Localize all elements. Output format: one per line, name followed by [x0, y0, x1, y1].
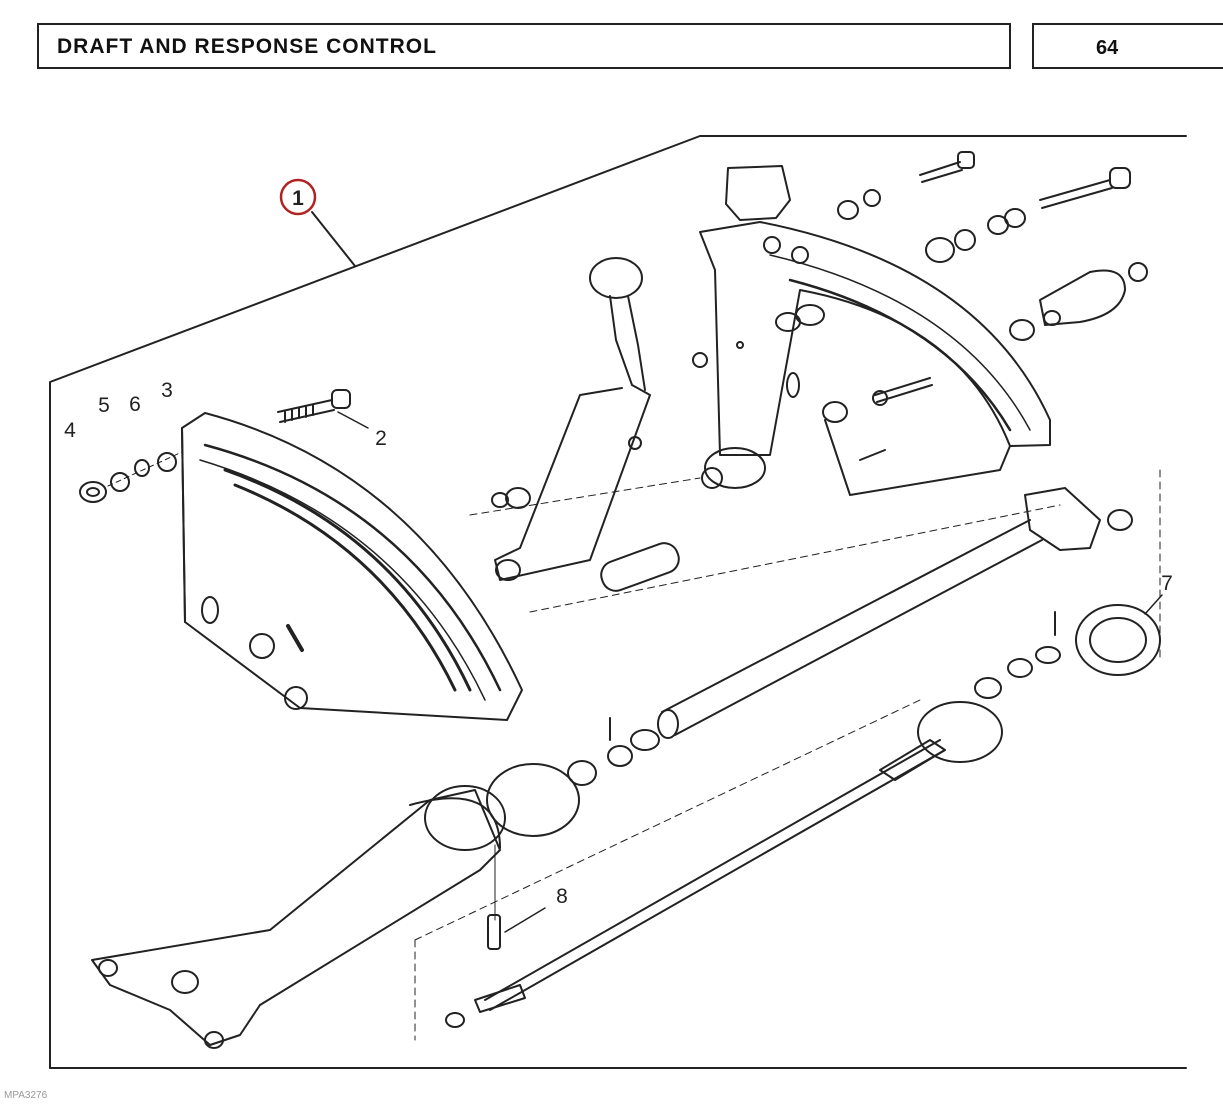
title-box: DRAFT AND RESPONSE CONTROL	[37, 23, 1011, 69]
callouts: 1 2 3 4 5 6 7 8	[64, 178, 1173, 908]
callout-5: 5	[98, 394, 110, 417]
callout-8: 8	[556, 885, 568, 908]
callout-1-leader	[311, 211, 356, 267]
page-title: DRAFT AND RESPONSE CONTROL	[57, 35, 437, 58]
callout-2: 2	[375, 427, 387, 450]
callout-6: 6	[129, 393, 141, 416]
callout-1-circle	[279, 178, 317, 216]
control-sector	[692, 165, 1051, 496]
callout-3: 3	[161, 379, 173, 402]
bolt-2	[277, 389, 369, 429]
quadrant-plate	[181, 412, 523, 721]
figure-reference: MPA3276	[4, 1090, 48, 1101]
hand-lever	[469, 257, 701, 581]
assembly-frame	[49, 135, 1187, 1069]
callout-7: 7	[1161, 572, 1173, 595]
callout-1: 1	[292, 187, 304, 210]
cross-shaft	[529, 469, 1163, 739]
page-number: 64	[1096, 37, 1119, 59]
push-rod	[414, 699, 1003, 1041]
ram-cylinder	[91, 785, 546, 1049]
upper-right-hardware	[837, 151, 1148, 406]
page-number-box: 64	[1032, 23, 1223, 69]
fastener-stack	[79, 451, 183, 503]
callout-4: 4	[64, 419, 76, 442]
small-parts	[486, 611, 1061, 837]
